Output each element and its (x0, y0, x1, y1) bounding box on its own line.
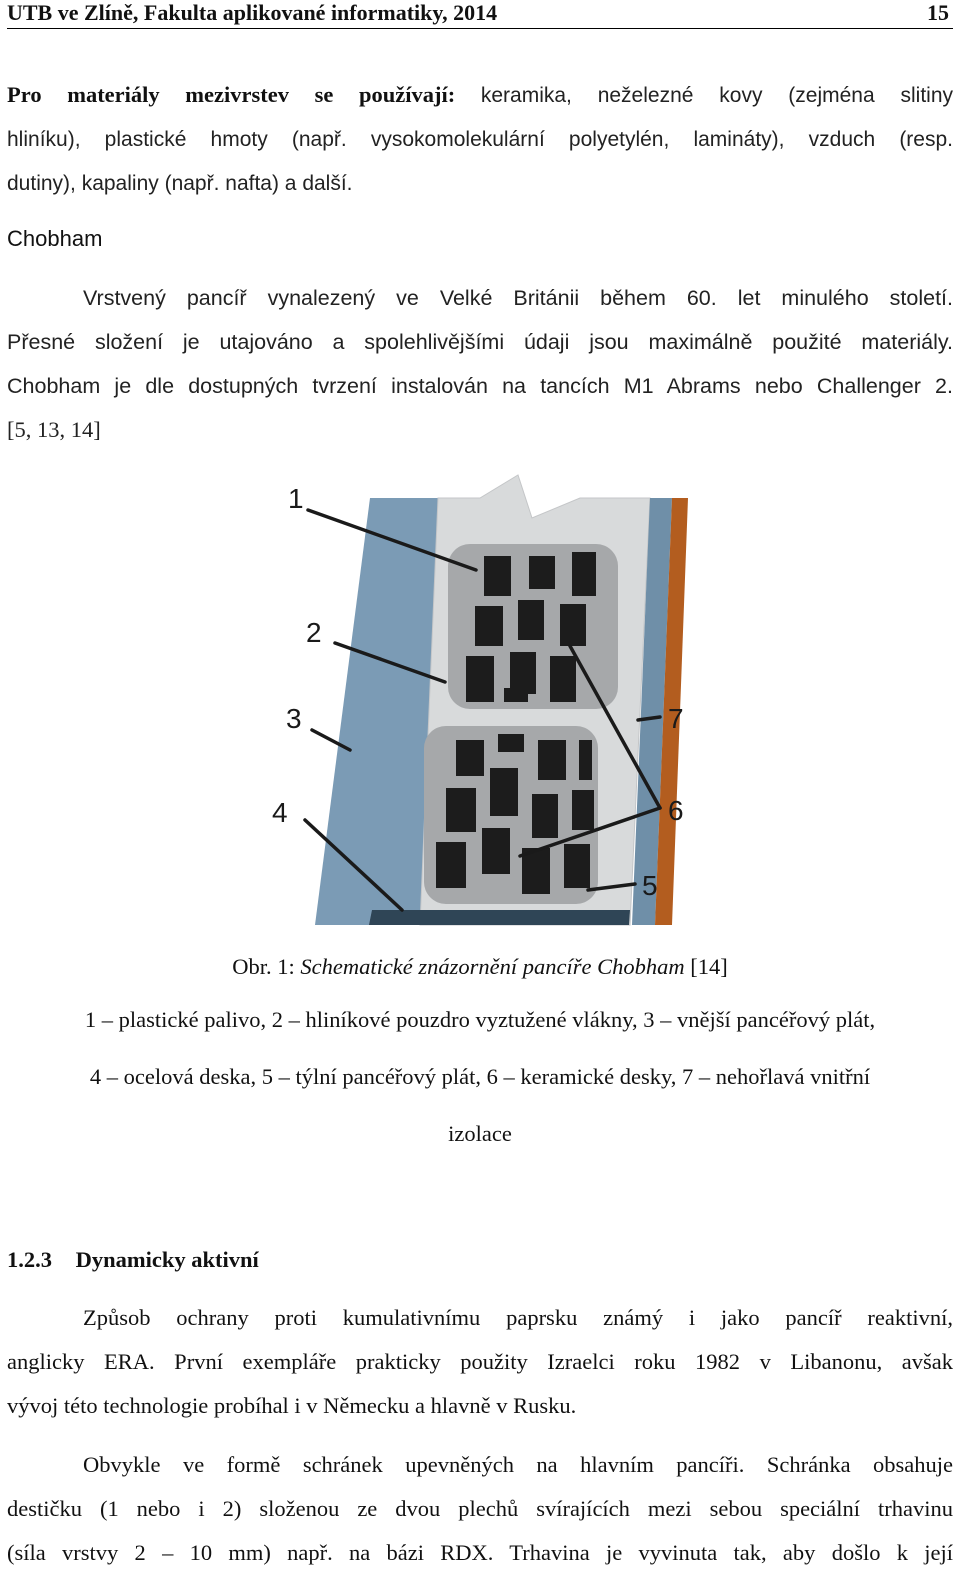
label-4: 4 (272, 797, 288, 828)
leader-lines (303, 508, 662, 912)
leader-line-2 (333, 641, 447, 684)
era-line3: vývoj této technologie probíhal i v Něme… (7, 1393, 577, 1418)
chobham-line3: Chobham je dle dostupných tvrzení instal… (7, 374, 953, 398)
ceramic-tile (560, 604, 586, 646)
ceramic-tile (572, 790, 594, 830)
section-paragraph-2: Obvykle ve formě schránek upevněných na … (7, 1443, 953, 1575)
ceramic-tile (482, 828, 510, 874)
section-number: 1.2.3 (7, 1247, 52, 1272)
leader-line-7 (636, 715, 662, 722)
page-header: UTB ve Zlíně, Fakulta aplikované informa… (7, 0, 953, 29)
leader-line-6b (518, 806, 662, 858)
ceramic-tile (522, 848, 550, 894)
label-3: 3 (286, 703, 302, 734)
leader-line-6a (568, 644, 662, 810)
ceramic-tile (475, 606, 503, 646)
box-line1: Obvykle ve formě schránek upevněných na … (83, 1452, 953, 1477)
box-line2: destičku (1 nebo i 2) složenou ze dvou p… (7, 1496, 953, 1521)
header-title: UTB ve Zlíně, Fakulta aplikované informa… (7, 0, 498, 25)
chobham-refs: [5, 13, 14] (7, 417, 101, 442)
page-number: 15 (927, 0, 949, 25)
caption-title: Schematické znázornění pancíře Chobham (300, 954, 685, 979)
label-7: 7 (668, 703, 684, 734)
section-paragraph-1: Způsob ochrany proti kumulativnímu paprs… (7, 1296, 953, 1428)
outer-armor-plate (315, 498, 438, 925)
ceramic-tile (498, 734, 524, 752)
materials-paragraph: Pro materiály mezivrstev se používají: k… (7, 73, 953, 206)
chobham-paragraph: Vrstvený pancíř vynalezený ve Velké Brit… (7, 276, 953, 452)
box-line3: (síla vrstvy 2 – 10 mm) např. na bázi RD… (7, 1540, 953, 1565)
ceramic-tile (529, 556, 555, 589)
ceramic-tile (504, 688, 528, 702)
ceramic-tile (572, 552, 596, 596)
chobham-line2: Přesné složení je utajováno a spolehlivě… (7, 330, 953, 354)
ceramic-tile (550, 656, 576, 702)
ceramic-tile (510, 652, 536, 694)
ceramic-tile (446, 788, 476, 832)
era-line1: Způsob ochrany proti kumulativnímu paprs… (83, 1305, 953, 1330)
leader-line-5 (586, 882, 637, 892)
leader-line-3 (310, 728, 352, 752)
figure-legend: 1 – plastické palivo, 2 – hliníkové pouz… (0, 991, 960, 1162)
leader-line-4 (303, 818, 404, 912)
era-line2: anglicky ERA. První exempláře prakticky … (7, 1349, 953, 1374)
ceramic-tile (564, 844, 590, 888)
label-1: 1 (288, 483, 304, 514)
legend-line3: izolace (448, 1121, 512, 1146)
ceramic-tile (436, 842, 466, 888)
ceramic-tile (579, 740, 592, 780)
materials-line3: dutiny), kapaliny (např. nafta) a další. (7, 172, 353, 195)
figure-caption: Obr. 1: Schematické znázornění pancíře C… (0, 954, 960, 980)
ceramic-tile (490, 768, 518, 816)
insulation-layer (632, 498, 672, 925)
section-title: Dynamicky aktivní (75, 1247, 259, 1272)
label-6: 6 (668, 795, 684, 826)
legend-line2: 4 – ocelová deska, 5 – týlní pancéřový p… (89, 1064, 871, 1089)
figure-labels: 1 2 3 4 5 6 7 (272, 483, 684, 901)
ceramic-tile (518, 600, 544, 640)
section-heading: 1.2.3 Dynamicky aktivní (7, 1247, 259, 1273)
label-5: 5 (642, 870, 658, 901)
ceramic-tile (466, 656, 494, 702)
materials-line1: keramika, neželezné kovy (zejména slitin… (480, 84, 953, 107)
ceramic-tile (456, 740, 484, 776)
chobham-heading: Chobham (7, 226, 103, 251)
ceramic-tile (538, 740, 566, 780)
steel-plate (369, 910, 630, 925)
ceramic-tile (532, 794, 558, 838)
caption-prefix: Obr. 1: (232, 954, 295, 979)
materials-line2: hliníku), plastické hmoty (např. vysokom… (7, 128, 953, 151)
chobham-armor-diagram: 1 2 3 4 5 6 7 (272, 474, 688, 926)
chobham-line1: Vrstvený pancíř vynalezený ve Velké Brit… (83, 286, 953, 310)
rear-armor-plate (655, 498, 688, 925)
ceramic-tiles (436, 552, 596, 894)
materials-lead: Pro materiály mezivrstev se používají: (7, 82, 456, 107)
legend-line1: 1 – plastické palivo, 2 – hliníkové pouz… (84, 1007, 876, 1032)
caption-ref: [14] (690, 954, 728, 979)
label-2: 2 (306, 617, 322, 648)
leader-line-1 (306, 508, 478, 572)
ceramic-tile (484, 556, 511, 596)
